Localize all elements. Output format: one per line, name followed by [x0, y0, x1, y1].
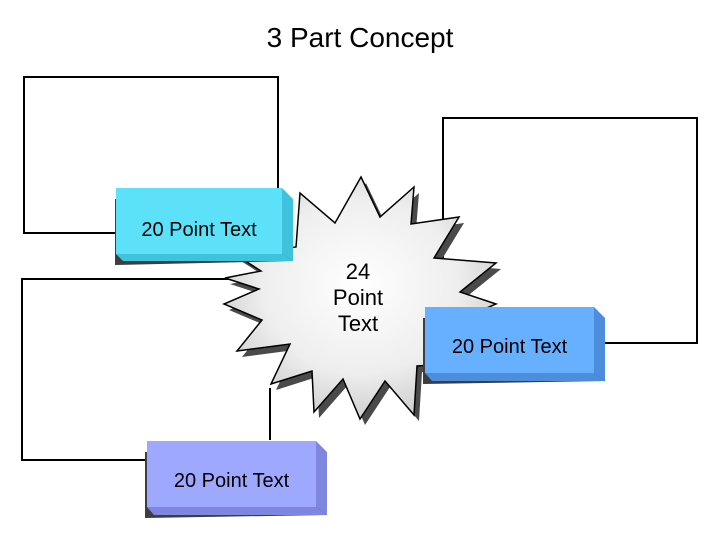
box-cyan-label: 20 Point Text: [141, 219, 257, 241]
box-lavender-side: [316, 441, 327, 515]
box-lavender-label: 20 Point Text: [173, 470, 290, 492]
box-lavender-face: [147, 441, 316, 507]
box-blue-bottom: [425, 373, 605, 381]
frame-right: [442, 117, 698, 344]
box-cyan-bottom: [116, 254, 293, 261]
frame-top-left: [23, 76, 279, 234]
box-lavender-bottom: [147, 507, 327, 515]
box-cyan-side: [282, 188, 293, 261]
box-cyan-face: [116, 188, 282, 254]
box-blue-face: [425, 307, 594, 373]
frame-bottom-left: [21, 278, 258, 461]
page-title: 3 Part Concept: [266, 22, 454, 53]
box-lavender: [145, 441, 327, 518]
box-blue-label: 20 Point Text: [451, 336, 568, 358]
box-blue: [423, 307, 605, 384]
center-label: 24 Point Text: [332, 259, 384, 336]
box-cyan: [115, 188, 293, 265]
box-blue-side: [594, 307, 605, 381]
